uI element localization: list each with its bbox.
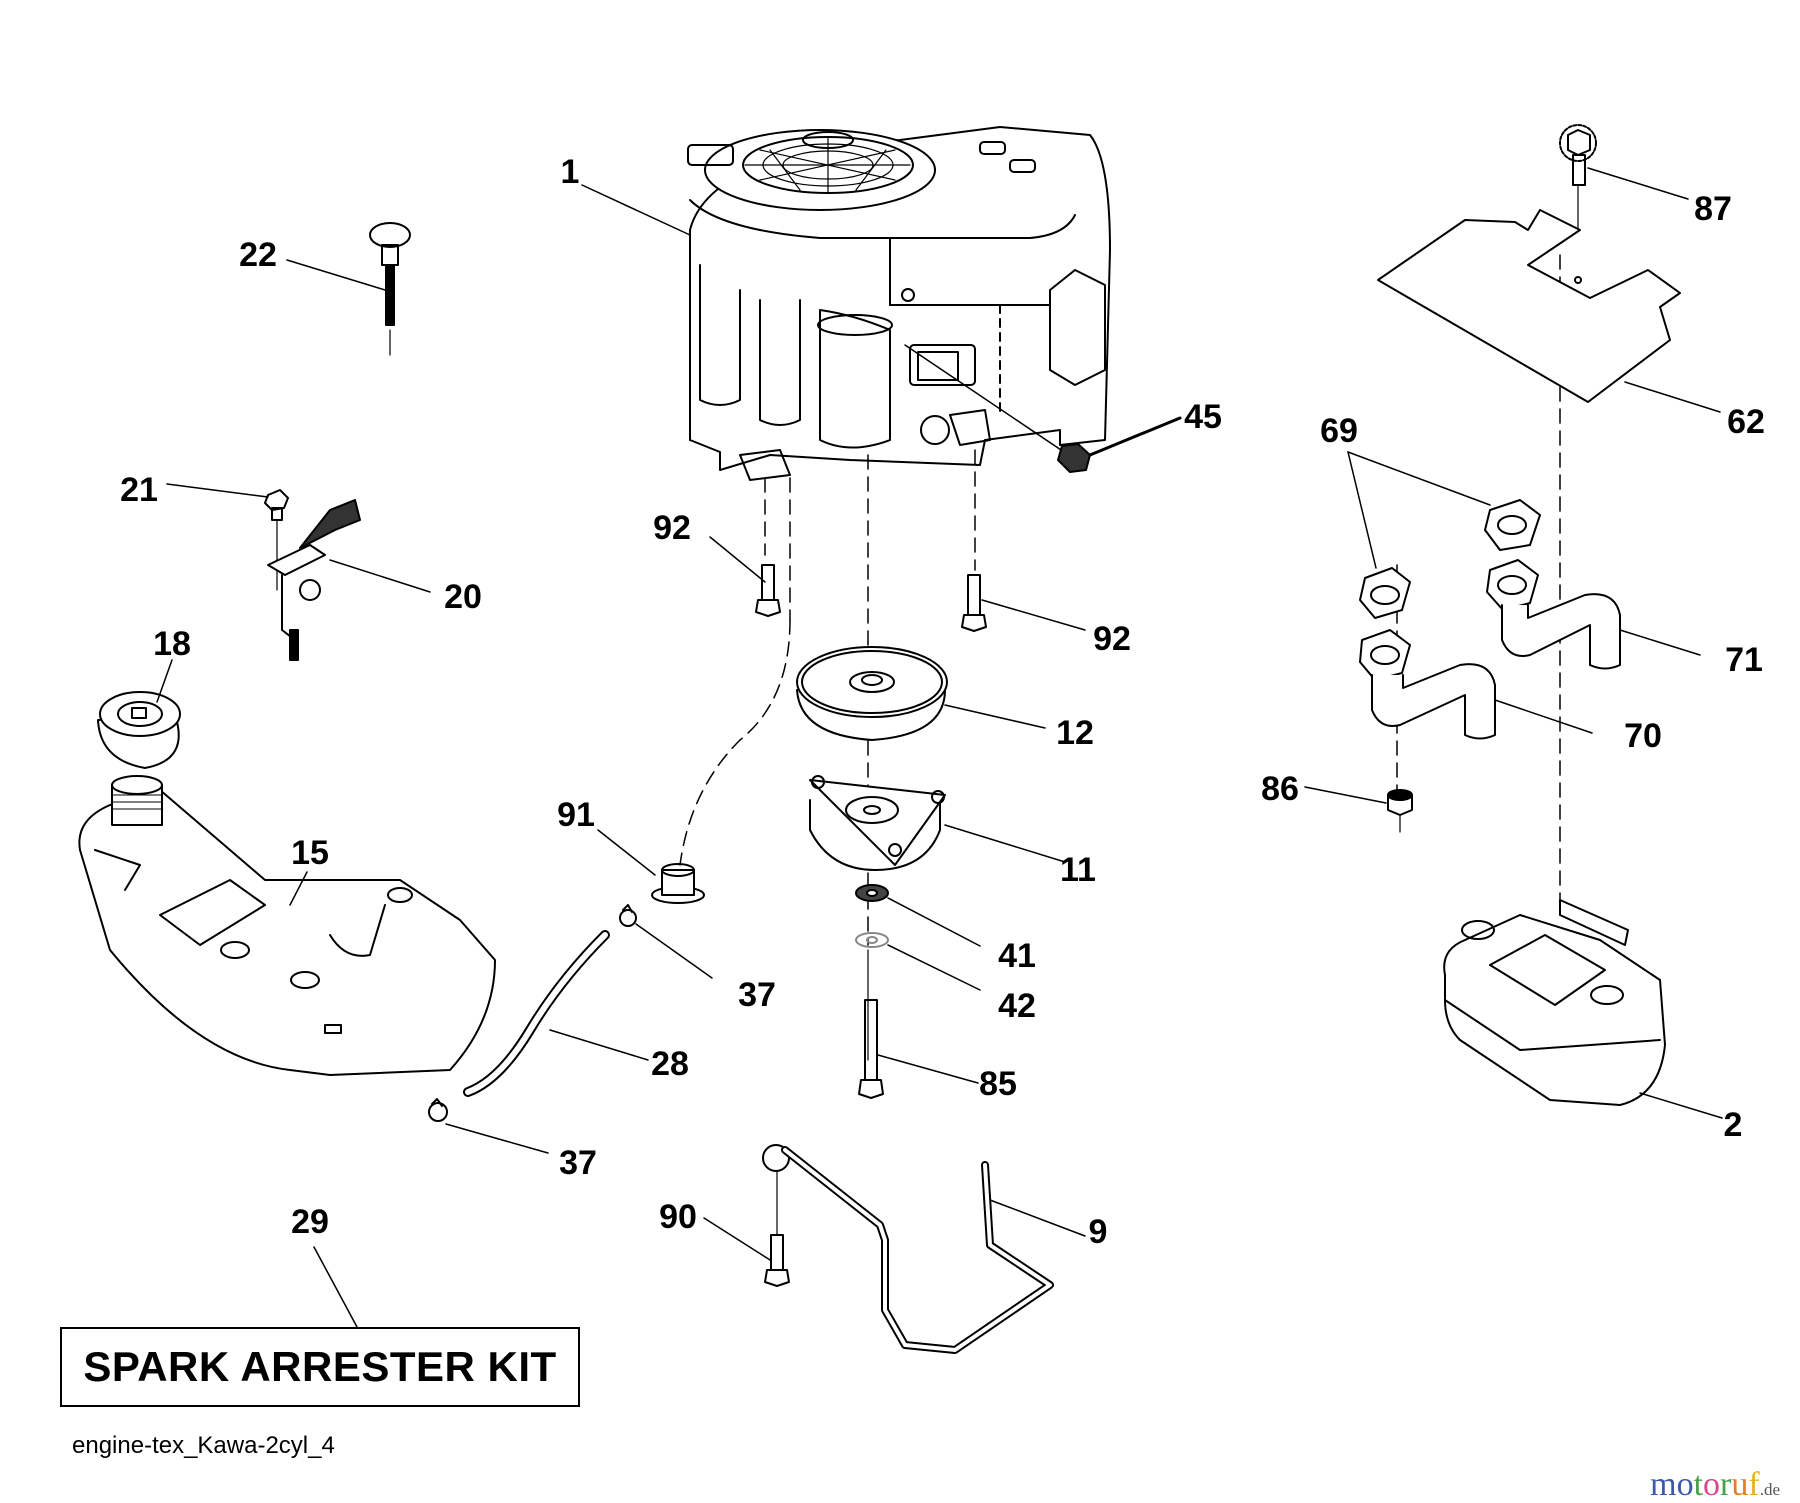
callout-20[interactable]: 20 [444,578,482,616]
watermark-logo: motoruf.de [1650,1468,1780,1502]
gaskets-part[interactable] [1359,499,1541,619]
clutch-bolt-part[interactable] [858,999,884,1099]
callout-90[interactable]: 90 [659,1198,697,1236]
callout-87[interactable]: 87 [1694,190,1732,228]
diagram-id-label: engine-tex_Kawa-2cyl_4 [72,1432,335,1459]
watermark-letters: motoruf [1650,1466,1760,1503]
spark-arrester-kit-box[interactable]: SPARK ARRESTER KIT [60,1327,580,1407]
watermark-letter: t [1693,1466,1704,1503]
exhaust-pipe-right-part[interactable] [1486,559,1621,670]
bolt-21-part[interactable] [264,489,289,591]
fuel-cap-part[interactable] [97,691,181,769]
engine-mount-bolt-right[interactable] [961,574,987,632]
callout-45[interactable]: 45 [1184,398,1222,436]
callout-15[interactable]: 15 [291,834,329,872]
callout-2[interactable]: 2 [1723,1106,1743,1144]
callout-71[interactable]: 71 [1725,641,1763,679]
fuel-tank-part[interactable] [78,775,496,1076]
callout-91[interactable]: 91 [557,796,595,834]
watermark-letter: o [1676,1466,1694,1503]
throttle-control-part[interactable] [267,499,361,661]
watermark-letter: u [1731,1466,1749,1503]
heat-shield-part[interactable] [1377,209,1681,403]
callout-11[interactable]: 11 [1060,851,1096,889]
lock-nut-part[interactable] [1387,789,1413,833]
pulley-part[interactable] [796,646,948,741]
spark-arrester-kit-label: SPARK ARRESTER KIT [83,1343,557,1390]
muffler-support-rod-part[interactable] [762,1144,1054,1354]
watermark-letter: r [1720,1466,1732,1503]
callout-9[interactable]: 9 [1088,1213,1108,1251]
callout-62[interactable]: 62 [1727,403,1765,441]
callout-37-lower[interactable]: 37 [559,1144,597,1182]
screw-part[interactable] [1559,124,1597,231]
callout-29[interactable]: 29 [291,1203,329,1241]
hose-clamp-upper[interactable] [619,904,637,927]
callout-41[interactable]: 41 [998,937,1036,975]
leader-29 [313,1246,358,1328]
electric-clutch-part[interactable] [809,775,946,871]
engine-part[interactable] [687,126,1111,481]
rod-bolt-part[interactable] [764,1161,790,1287]
callout-21[interactable]: 21 [120,471,158,509]
callout-92-right[interactable]: 92 [1093,620,1131,658]
fuel-line-part[interactable] [463,930,610,1097]
hose-clamp-lower[interactable] [428,1098,448,1122]
callout-86[interactable]: 86 [1261,770,1299,808]
leader-1 [581,184,691,236]
exhaust-pipe-left-part[interactable] [1359,629,1496,740]
callout-1[interactable]: 1 [560,153,580,191]
watermark-letter: f [1748,1466,1760,1503]
callout-42[interactable]: 42 [998,987,1036,1025]
nut-part[interactable] [904,344,1182,473]
watermark-letter: m [1650,1466,1677,1503]
callout-18[interactable]: 18 [153,625,191,663]
engine-mount-bolt-left[interactable] [755,564,781,617]
washer-part[interactable] [855,932,889,948]
muffler-part[interactable] [1443,899,1666,1106]
callout-69[interactable]: 69 [1320,412,1358,450]
callout-28[interactable]: 28 [651,1045,689,1083]
spacer-part[interactable] [855,884,889,902]
callout-12[interactable]: 12 [1056,714,1094,752]
callout-37-upper[interactable]: 37 [738,976,776,1014]
callout-22[interactable]: 22 [239,236,277,274]
watermark-suffix: .de [1759,1480,1780,1499]
callout-70[interactable]: 70 [1624,717,1662,755]
watermark-letter: o [1703,1466,1721,1503]
choke-knob-part[interactable] [369,222,411,356]
callout-92-left[interactable]: 92 [653,509,691,547]
callout-85[interactable]: 85 [979,1065,1017,1103]
bushing-part[interactable] [651,863,705,904]
